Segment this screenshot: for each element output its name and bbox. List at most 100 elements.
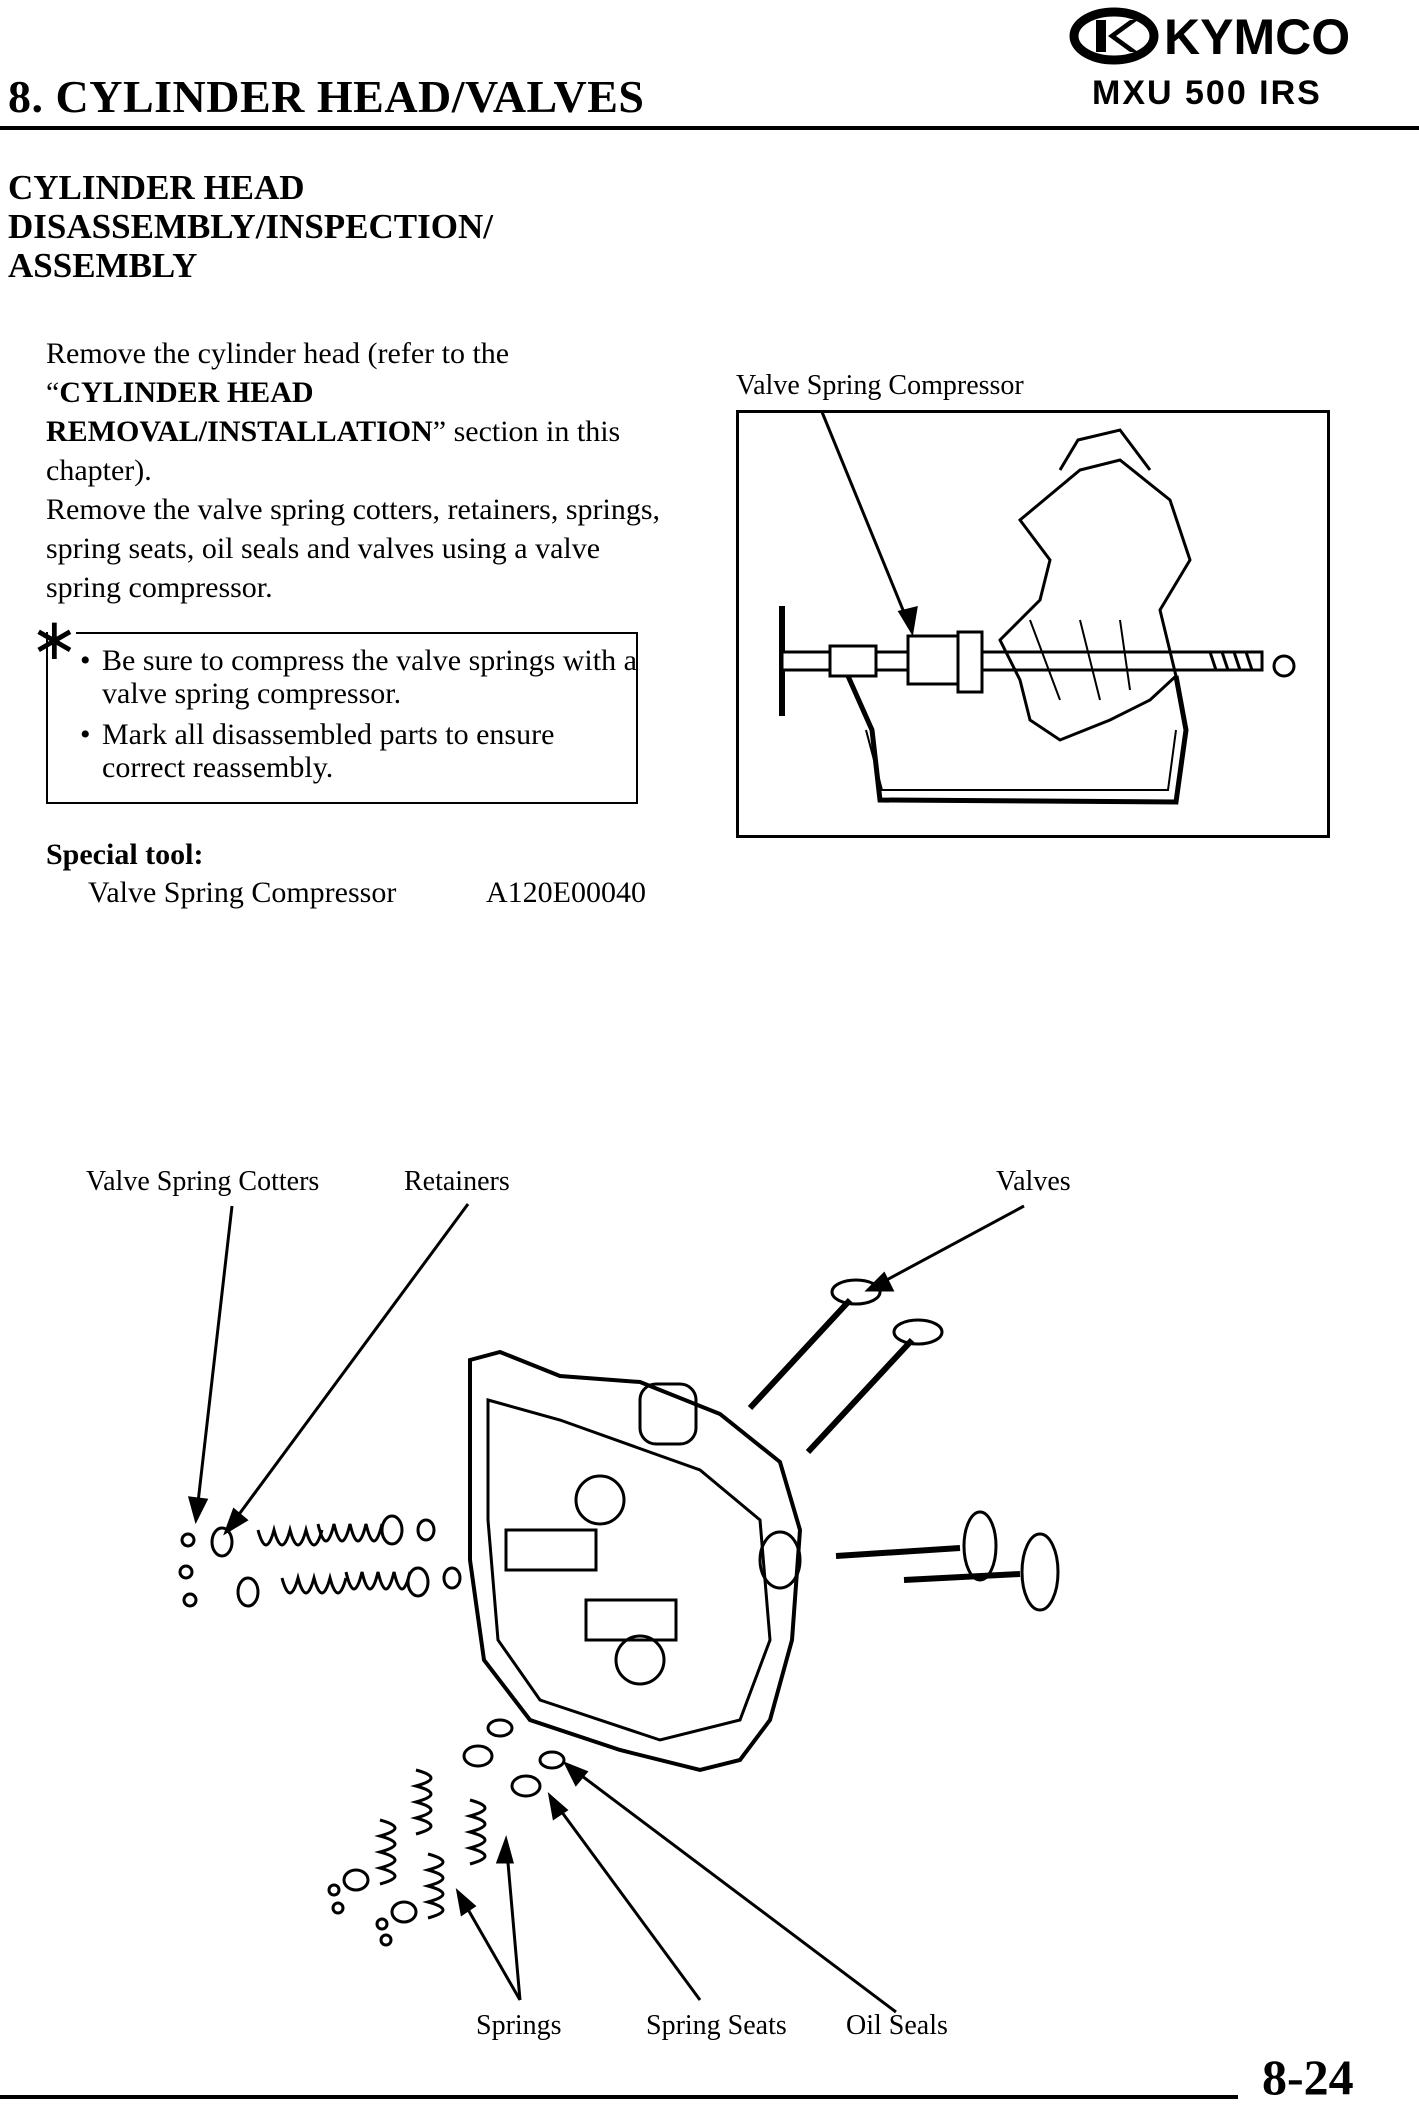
spring [256,1524,324,1547]
head-gasket-face [486,1398,772,1742]
intro-text: Remove the cylinder head (refer to the “C… [46,334,666,607]
spring [422,1852,445,1920]
spring [344,1571,412,1591]
logo-k-arm [1108,20,1138,52]
compressor-figure-frame [736,410,1330,838]
bullet-icon: • [80,644,91,677]
spring [280,1572,348,1595]
retainer [342,1868,370,1892]
section-heading-line: ASSEMBLY [8,246,198,285]
valve-stem [805,1337,915,1455]
oil-seal [538,1750,566,1770]
spring-seat [462,1744,494,1768]
spring [316,1523,384,1543]
cotter [178,1564,194,1580]
valve-head [962,1510,998,1582]
spring [464,1798,487,1866]
bullet-icon: • [80,718,91,751]
intro-paragraph-2: Remove the valve spring cotters, retaine… [46,493,661,604]
oil-seal [442,1566,462,1590]
note-list: • Be sure to compress the valve springs w… [80,644,640,792]
arrow-head [495,1835,514,1864]
valve-head [830,1278,882,1306]
arrow-head [455,1888,477,1917]
spring-seat [510,1774,542,1798]
retainer [210,1526,234,1558]
cotter [375,1917,389,1931]
kymco-logo: KYMCO [1069,7,1350,65]
note-box [46,632,638,804]
intro-paragraph-1: Remove the cylinder head (refer to the “C… [46,334,666,490]
note-asterisk-icon: ∗ [30,605,79,673]
leader-retainers [224,1203,470,1533]
oil-seal [416,1518,436,1542]
special-tool-name: Valve Spring Compressor [88,876,397,909]
quote-close: ” [432,415,447,448]
spring [410,1768,433,1836]
oil-seal [486,1718,514,1738]
cotter [379,1933,393,1947]
retainer [236,1576,260,1608]
label-retainers: Retainers [404,1166,510,1197]
arrow-head [223,1507,249,1536]
header-rule [0,126,1419,130]
quote-open: “ [46,376,60,409]
valve-head [892,1318,944,1346]
logo-wordmark: KYMCO [1164,9,1350,65]
cylinder-head-block [468,1349,803,1773]
special-tool-code: A120E00040 [486,876,646,909]
page-number: 8-24 [1262,2049,1354,2105]
footer-rule [0,2095,1238,2099]
valve-port [614,1634,666,1686]
exhaust-port [758,1530,802,1590]
chapter-title: 8. CYLINDER HEAD/VALVES [8,71,645,122]
section-heading: CYLINDER HEAD DISASSEMBLY/INSPECTION/ AS… [8,168,628,285]
label-oil-seals: Oil Seals [846,2010,948,2041]
label-valves: Valves [996,1166,1071,1197]
leader-cotters [194,1205,234,1521]
leader-valves [867,1204,1025,1292]
spring [374,1818,397,1886]
head-rib [504,1528,598,1572]
label-valve-spring-cotters: Valve Spring Cotters [86,1166,320,1197]
spring-seat [380,1514,404,1546]
cotter [331,1901,345,1915]
note-item-text: Mark all disassembled parts to ensure co… [102,718,555,784]
intro-text-segment: section in this chapter). [46,415,621,487]
spring-seat [406,1566,430,1598]
logo-k-bar [1096,20,1106,52]
valve-head [1020,1532,1060,1612]
valve-port [574,1474,626,1526]
intro-text-segment: Remove the cylinder head (refer to the [46,337,510,370]
leader-oil-seals [565,1762,897,2014]
head-rib [584,1598,678,1642]
section-heading-line: DISASSEMBLY/INSPECTION/ [8,207,493,246]
figure-label-valve-spring-compressor: Valve Spring Compressor [736,370,1024,401]
note-box-top-line [76,632,638,634]
valve-stem [835,1545,961,1559]
note-item-text: Be sure to compress the valve springs wi… [102,644,637,710]
cotter [180,1532,196,1548]
leader-spring-seats [548,1795,702,2001]
cotter [327,1883,341,1897]
special-tool-label: Special tool: [46,838,204,871]
section-heading-line: CYLINDER HEAD [8,168,305,207]
leader-springs-a [456,1891,522,2001]
note-item: • Be sure to compress the valve springs w… [80,644,640,710]
leader-springs-b [504,1839,522,2001]
logo-oval [1069,7,1159,65]
note-item: • Mark all disassembled parts to ensure c… [80,718,640,784]
cross-reference: CYLINDER HEAD REMOVAL/INSTALLATION [46,376,433,448]
arrow-head [547,1792,569,1821]
cotter [182,1592,198,1608]
model-name: MXU 500 IRS [1092,74,1322,112]
label-spring-seats: Spring Seats [646,2010,787,2041]
valve-stem [747,1297,853,1411]
label-springs: Springs [476,2010,562,2041]
intake-port [638,1382,698,1446]
arrow-head [864,1271,895,1292]
arrow-head [187,1496,209,1525]
valve-stem [903,1571,1021,1583]
arrow-head [562,1761,589,1787]
